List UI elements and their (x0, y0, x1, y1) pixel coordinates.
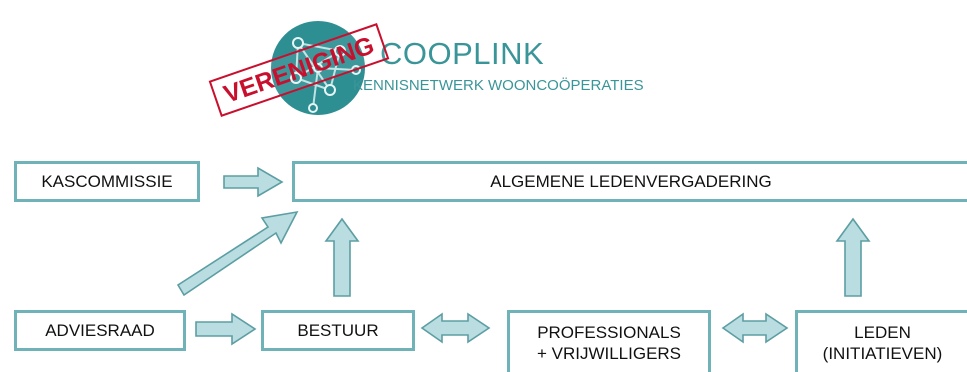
professionals-box: PROFESSIONALS + VRIJWILLIGERS (507, 310, 711, 372)
professionals-label-line2: + VRIJWILLIGERS (536, 343, 682, 363)
leden-box: LEDEN (INITIATIEVEN) (795, 310, 967, 372)
arrow-bestuur-professionals (420, 312, 491, 344)
logo-subtitle: KENNISNETWERK WOONCOÖPERATIES (353, 77, 644, 94)
arrow-leden-to-alv (835, 217, 871, 297)
alv-label: ALGEMENE LEDENVERGADERING (490, 172, 772, 191)
adviesraad-box: ADVIESRAAD (14, 310, 186, 351)
arrow-professionals-leden (721, 312, 789, 344)
bestuur-box: BESTUUR (261, 310, 415, 351)
arrow-bestuur-to-alv (324, 217, 360, 297)
kascommissie-label: KASCOMMISSIE (41, 172, 173, 191)
kascommissie-box: KASCOMMISSIE (14, 161, 200, 202)
arrow-kascommissie-to-alv (223, 166, 284, 198)
logo-title: COOPLINK (380, 36, 545, 71)
adviesraad-label: ADVIESRAAD (45, 321, 155, 340)
bestuur-label: BESTUUR (297, 321, 379, 340)
arrow-adviesraad-to-bestuur (195, 312, 257, 346)
arrow-adviesraad-to-alv (176, 210, 299, 297)
cooplink-logo-icon (271, 21, 365, 115)
leden-label-line1: LEDEN (854, 322, 911, 342)
professionals-label-line1: PROFESSIONALS (537, 322, 681, 342)
alv-box: ALGEMENE LEDENVERGADERING (292, 161, 967, 202)
leden-label-line2: (INITIATIEVEN) (822, 343, 943, 363)
